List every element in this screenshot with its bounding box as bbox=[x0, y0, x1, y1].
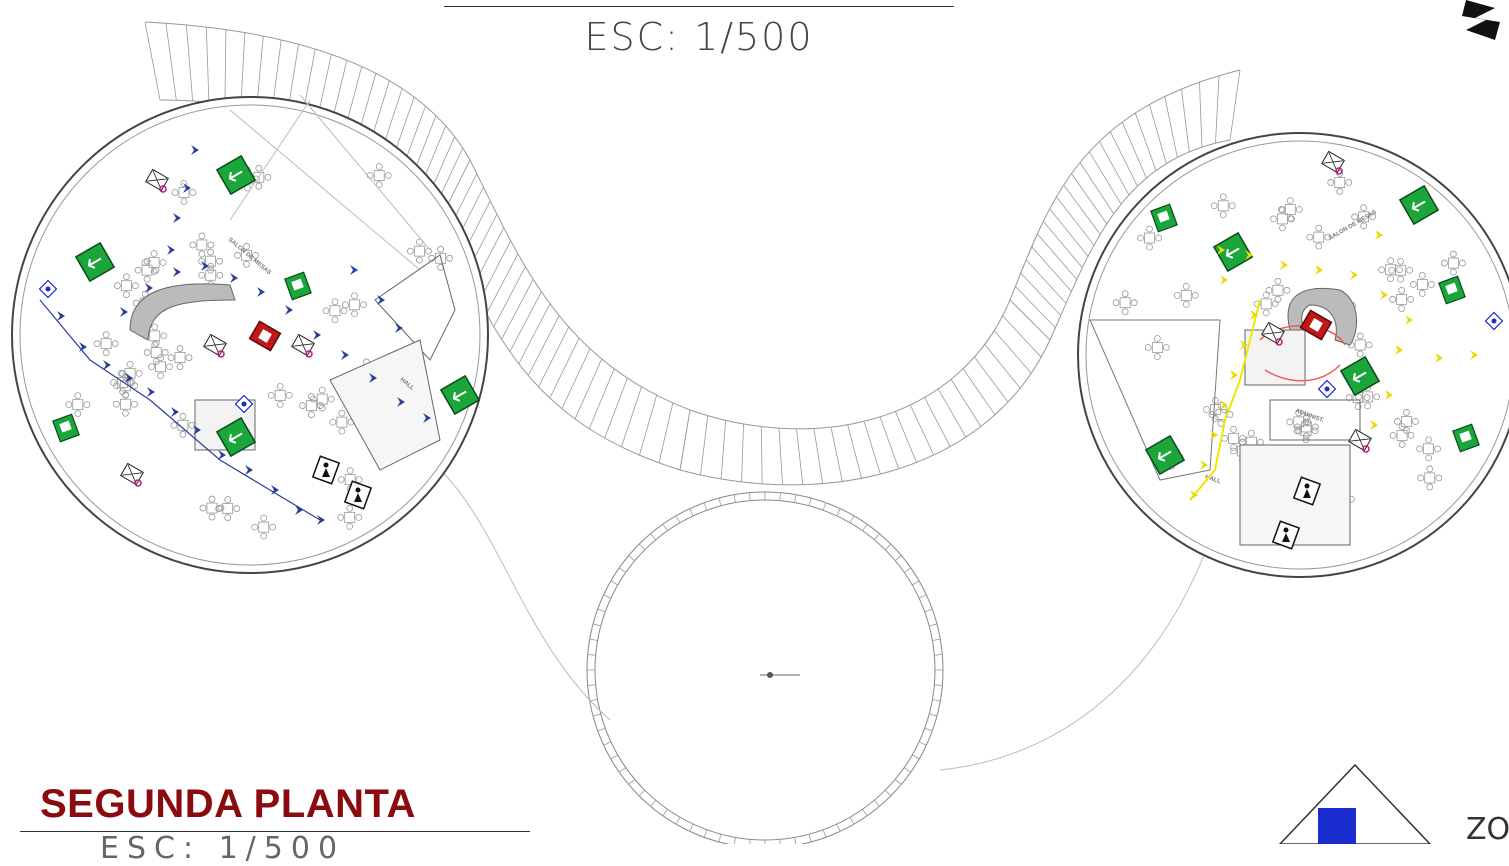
evacuation-arrow-icon bbox=[79, 342, 87, 352]
safe-zone-sign-icon bbox=[1438, 275, 1466, 305]
evacuation-arrow-icon bbox=[257, 287, 265, 297]
safe-zone-sign-icon bbox=[284, 271, 312, 301]
evacuation-arrow-icon bbox=[1350, 270, 1358, 280]
evacuation-arrow-icon bbox=[245, 465, 253, 475]
emergency-light-icon bbox=[1317, 379, 1337, 399]
evacuation-arrow-icon bbox=[423, 413, 431, 423]
evacuation-arrow-icon bbox=[1395, 345, 1403, 355]
evacuation-arrow-icon bbox=[57, 311, 65, 321]
alarm-icon bbox=[1321, 150, 1345, 175]
evacuation-arrow-icon bbox=[350, 265, 358, 275]
exit-sign-icon bbox=[1144, 434, 1186, 476]
evacuation-arrow-icon bbox=[1250, 310, 1258, 320]
evacuation-arrow-icon bbox=[395, 323, 403, 333]
evacuation-arrow-icon bbox=[1315, 265, 1323, 275]
restroom-woman-icon bbox=[311, 455, 341, 485]
evacuation-arrow-icon bbox=[341, 350, 349, 360]
extinguisher-icon bbox=[248, 320, 282, 352]
north-arrow-icon bbox=[1462, 0, 1500, 40]
evacuation-arrow-icon bbox=[171, 407, 179, 417]
restroom-woman-icon bbox=[1292, 476, 1322, 506]
alarm-icon bbox=[291, 333, 315, 358]
exit-sign-icon bbox=[1398, 184, 1440, 226]
evacuation-arrow-icon bbox=[218, 450, 226, 460]
restroom-man-icon bbox=[343, 480, 373, 510]
safe-zone-sign-icon bbox=[52, 413, 80, 443]
evacuation-arrow-icon bbox=[1375, 230, 1383, 240]
exit-sign-icon bbox=[74, 241, 116, 283]
evacuation-arrow-icon bbox=[193, 425, 201, 435]
evacuation-arrow-icon bbox=[313, 330, 321, 340]
evacuation-arrow-icon bbox=[1245, 250, 1253, 260]
evacuation-arrow-icon bbox=[1385, 390, 1393, 400]
site-curves bbox=[429, 459, 1211, 771]
emergency-light-icon bbox=[38, 279, 58, 299]
exit-sign-icon bbox=[1339, 355, 1381, 397]
exit-sign-icon bbox=[215, 154, 257, 196]
evacuation-arrow-icon bbox=[173, 213, 181, 223]
title-underline bbox=[20, 831, 530, 832]
extinguisher-icon bbox=[1299, 309, 1333, 341]
evacuation-arrow-icon bbox=[103, 360, 111, 370]
evacuation-arrow-icon bbox=[1220, 275, 1228, 285]
evacuation-arrow-icon bbox=[271, 485, 279, 495]
evacuation-arrow-icon bbox=[1190, 490, 1198, 500]
evacuation-arrow-icon bbox=[317, 515, 325, 525]
company-logo bbox=[1278, 763, 1432, 844]
evacuation-arrow-icon bbox=[1217, 245, 1225, 255]
evacuation-arrow-icon bbox=[295, 505, 303, 515]
evacuation-arrow-icon bbox=[167, 245, 175, 255]
evacuation-arrow-icon bbox=[191, 145, 199, 155]
evacuation-arrow-icon bbox=[285, 305, 293, 315]
evacuation-arrow-icon bbox=[1230, 370, 1238, 380]
safe-zone-sign-icon bbox=[1452, 423, 1480, 453]
alarm-icon bbox=[203, 333, 227, 358]
restroom-man-icon bbox=[1271, 520, 1301, 550]
evacuation-arrow-icon bbox=[1240, 340, 1248, 350]
evacuation-arrow-icon bbox=[369, 373, 377, 383]
evacuation-arrow-icon bbox=[1405, 315, 1413, 325]
exit-sign-icon bbox=[215, 416, 257, 458]
evacuation-arrow-icon bbox=[1220, 400, 1228, 410]
plan-title: SEGUNDA PLANTA bbox=[40, 782, 416, 826]
floor-plan: SALON DE MESAS HALL SALON DE MESAS HALL … bbox=[11, 0, 1509, 844]
evacuation-arrow-icon bbox=[125, 373, 133, 383]
evacuation-arrow-icon bbox=[147, 387, 155, 397]
evacuation-arrow-icon bbox=[120, 307, 128, 317]
emergency-light-icon bbox=[1484, 311, 1504, 331]
right-building: SALON DE MESAS HALL ADMINIST. bbox=[1077, 132, 1509, 578]
evacuation-arrow-icon bbox=[1435, 353, 1443, 363]
scale-label-bottom: ESC: 1/500 bbox=[100, 831, 346, 866]
svg-text:HALL: HALL bbox=[1204, 474, 1221, 485]
evacuation-arrow-icon bbox=[1470, 350, 1478, 360]
emergency-light-icon bbox=[234, 394, 254, 414]
evacuation-arrow-icon bbox=[1200, 460, 1208, 470]
exit-sign-icon bbox=[1212, 231, 1254, 273]
evacuation-arrow-icon bbox=[397, 397, 405, 407]
safe-zone-sign-icon bbox=[1150, 203, 1178, 233]
zone-label: ZO bbox=[1466, 812, 1509, 847]
alarm-icon bbox=[145, 168, 169, 193]
evacuation-arrow-icon bbox=[1380, 290, 1388, 300]
evacuation-arrow-icon bbox=[145, 283, 153, 293]
exit-sign-icon bbox=[439, 374, 481, 416]
evacuation-arrow-icon bbox=[1210, 430, 1218, 440]
scale-label-top: ESC: 1/500 bbox=[444, 6, 954, 59]
evacuation-arrow-icon bbox=[377, 295, 385, 305]
central-circle bbox=[586, 491, 944, 844]
alarm-icon bbox=[120, 462, 144, 487]
evacuation-arrow-icon bbox=[183, 183, 191, 193]
evacuation-arrow-icon bbox=[1370, 420, 1378, 430]
evacuation-arrow-icon bbox=[173, 267, 181, 277]
evacuation-arrow-icon bbox=[1280, 260, 1288, 270]
alarm-icon bbox=[1261, 321, 1285, 346]
evacuation-arrow-icon bbox=[230, 273, 238, 283]
left-building: SALON DE MESAS HALL bbox=[11, 94, 489, 574]
evacuation-arrow-icon bbox=[201, 261, 209, 271]
alarm-icon bbox=[1348, 428, 1372, 453]
